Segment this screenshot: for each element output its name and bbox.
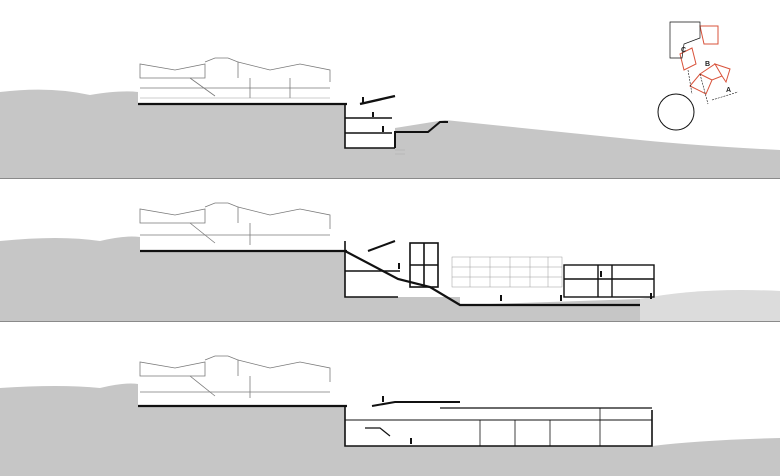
section-a-drawing [0, 57, 780, 178]
terrain-mass [0, 236, 780, 321]
glass-facade [451, 256, 563, 288]
key-label-c: C [681, 47, 687, 54]
upper-building [139, 57, 331, 98]
right-block [563, 264, 655, 298]
section-b-panel [0, 179, 780, 321]
lower-block [344, 240, 640, 307]
terrain-mass [0, 383, 780, 476]
upper-building [139, 355, 331, 398]
key-plan-rotunda [657, 93, 695, 131]
key-label-a: A [726, 87, 732, 94]
key-plan-wing [689, 63, 731, 95]
section-c-drawing [0, 355, 780, 476]
section-a-panel [0, 0, 780, 178]
lower-block [344, 401, 653, 447]
section-c-panel [0, 322, 780, 476]
divider-1 [0, 178, 780, 179]
key-plan: C B A [640, 14, 760, 134]
figure-people [382, 396, 412, 444]
terrain-mass [0, 89, 780, 178]
key-label-b: B [705, 61, 711, 68]
section-b-drawing [0, 202, 780, 321]
lower-block [344, 94, 448, 149]
figure-people [362, 97, 384, 132]
divider-2 [0, 321, 780, 322]
upper-building [139, 202, 331, 245]
key-plan-drawing [657, 21, 739, 131]
figure-people [398, 263, 652, 301]
terrain-light [640, 290, 780, 321]
